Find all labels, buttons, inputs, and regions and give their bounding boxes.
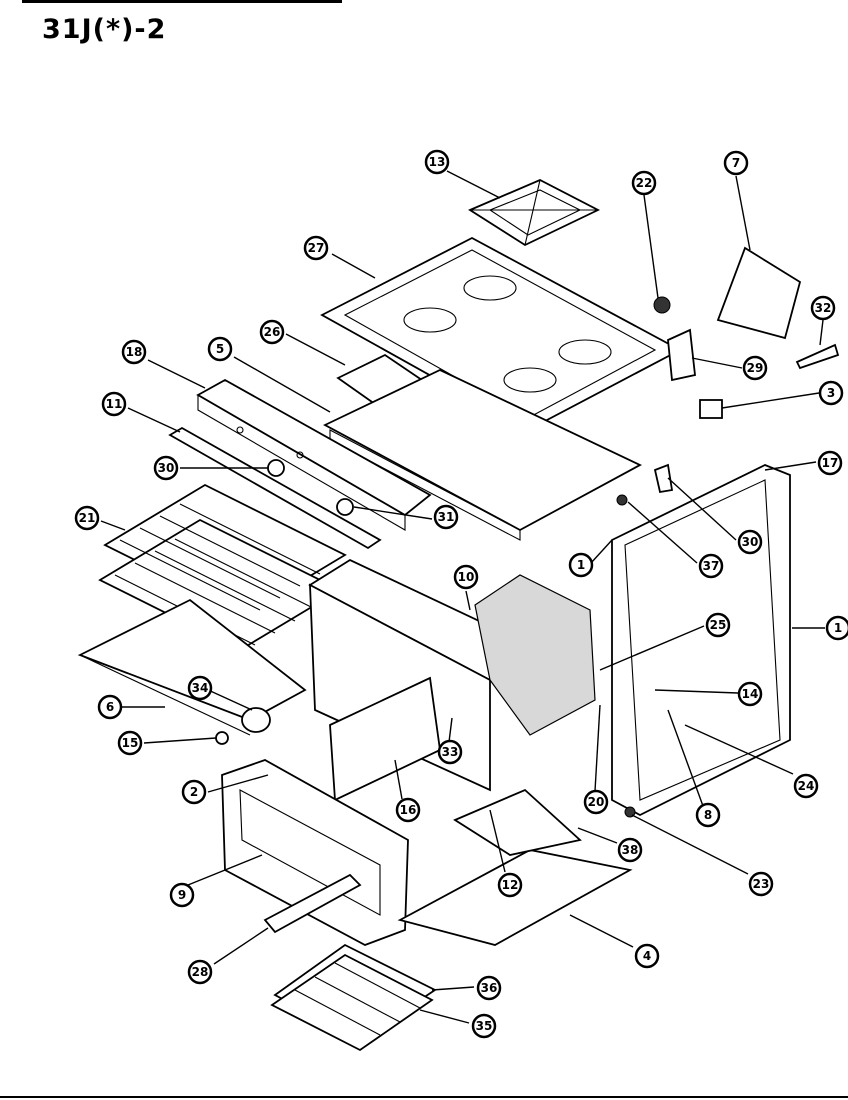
svg-text:6: 6 — [106, 700, 114, 714]
callout-29: 29 — [742, 355, 768, 381]
callout-21: 21 — [74, 505, 100, 531]
svg-text:33: 33 — [442, 745, 459, 759]
svg-text:15: 15 — [122, 736, 139, 750]
svg-text:24: 24 — [798, 779, 815, 793]
svg-text:35: 35 — [476, 1019, 493, 1033]
svg-text:21: 21 — [79, 511, 96, 525]
callout-27: 27 — [303, 235, 329, 261]
part-bottom-panel — [397, 788, 633, 946]
callout-25: 25 — [705, 612, 731, 638]
callout-19: 1 — [825, 615, 848, 641]
svg-text:38: 38 — [622, 843, 639, 857]
part-oven-racks — [98, 483, 347, 652]
svg-text:31: 31 — [438, 510, 455, 524]
callout-18: 18 — [121, 339, 147, 365]
callout-24: 24 — [793, 773, 819, 799]
svg-text:17: 17 — [822, 456, 839, 470]
callout-33: 33 — [437, 739, 463, 765]
svg-text:1: 1 — [577, 558, 585, 572]
part-cooktop — [320, 236, 682, 432]
part-main-top — [323, 369, 642, 541]
svg-text:13: 13 — [429, 155, 446, 169]
callout-22: 22 — [631, 170, 657, 196]
svg-text:10: 10 — [458, 570, 475, 584]
callout-30-right: 30 — [737, 529, 763, 555]
svg-text:26: 26 — [264, 325, 281, 339]
callout-3: 3 — [818, 380, 844, 406]
callout-35: 35 — [471, 1013, 497, 1039]
part-rail — [263, 873, 362, 934]
svg-text:3: 3 — [827, 386, 835, 400]
svg-text:23: 23 — [753, 877, 770, 891]
svg-text:32: 32 — [815, 301, 832, 315]
svg-text:12: 12 — [502, 878, 519, 892]
callout-17: 17 — [817, 450, 843, 476]
callout-20: 20 — [583, 789, 609, 815]
callout-26: 26 — [259, 319, 285, 345]
svg-text:37: 37 — [703, 559, 720, 573]
svg-text:11: 11 — [106, 397, 123, 411]
callout-1: 1 — [568, 552, 594, 578]
callout-16: 16 — [395, 797, 421, 823]
callout-15: 15 — [117, 730, 143, 756]
svg-text:14: 14 — [742, 687, 759, 701]
part-vent-duct — [716, 246, 802, 340]
callout-32: 32 — [810, 295, 836, 321]
leader-lines — [100, 170, 825, 1024]
callout-10: 10 — [453, 564, 479, 590]
svg-text:30: 30 — [742, 535, 759, 549]
svg-text:7: 7 — [732, 156, 740, 170]
svg-text:20: 20 — [588, 795, 605, 809]
callout-14: 14 — [737, 681, 763, 707]
svg-text:4: 4 — [643, 949, 651, 963]
callout-6: 6 — [97, 694, 123, 720]
svg-text:9: 9 — [178, 888, 186, 902]
svg-text:22: 22 — [636, 176, 653, 190]
part-control-panel — [196, 378, 432, 531]
part-burner-pan — [77, 598, 307, 736]
callout-4: 4 — [634, 943, 660, 969]
callout-28: 28 — [187, 959, 213, 985]
callout-2: 2 — [181, 779, 207, 805]
page-title: 31J(*)-2 — [42, 14, 167, 45]
callout-7: 7 — [723, 150, 749, 176]
callout-23: 23 — [748, 871, 774, 897]
svg-text:29: 29 — [747, 361, 764, 375]
svg-text:30: 30 — [158, 461, 175, 475]
part-side-panel — [611, 464, 791, 817]
callout-36: 36 — [476, 975, 502, 1001]
bottom-rule — [0, 1096, 848, 1098]
callout-30-upper: 30 — [153, 455, 179, 481]
callout-9: 9 — [169, 882, 195, 908]
svg-text:36: 36 — [481, 981, 498, 995]
svg-text:5: 5 — [216, 342, 224, 356]
top-rule — [22, 0, 342, 3]
callout-8: 8 — [695, 802, 721, 828]
svg-text:18: 18 — [126, 345, 143, 359]
svg-text:2: 2 — [190, 785, 198, 799]
callout-38: 38 — [617, 837, 643, 863]
callout-13: 13 — [424, 149, 450, 175]
part-broil-pan — [270, 943, 437, 1052]
part-broiler-door — [221, 759, 409, 946]
callout-5: 5 — [207, 336, 233, 362]
svg-text:8: 8 — [704, 808, 712, 822]
callout-31: 31 — [433, 504, 459, 530]
part-small-bits — [215, 296, 840, 818]
svg-text:28: 28 — [192, 965, 209, 979]
part-oven-cavity — [308, 558, 596, 802]
svg-text:16: 16 — [400, 803, 417, 817]
callout-34: 34 — [187, 675, 213, 701]
svg-text:25: 25 — [710, 618, 727, 632]
part-grate — [468, 179, 601, 247]
svg-text:34: 34 — [192, 681, 209, 695]
callout-12: 12 — [497, 872, 523, 898]
callout-37: 37 — [698, 553, 724, 579]
svg-text:27: 27 — [308, 241, 325, 255]
svg-text:1: 1 — [834, 621, 842, 635]
callout-11: 11 — [101, 391, 127, 417]
